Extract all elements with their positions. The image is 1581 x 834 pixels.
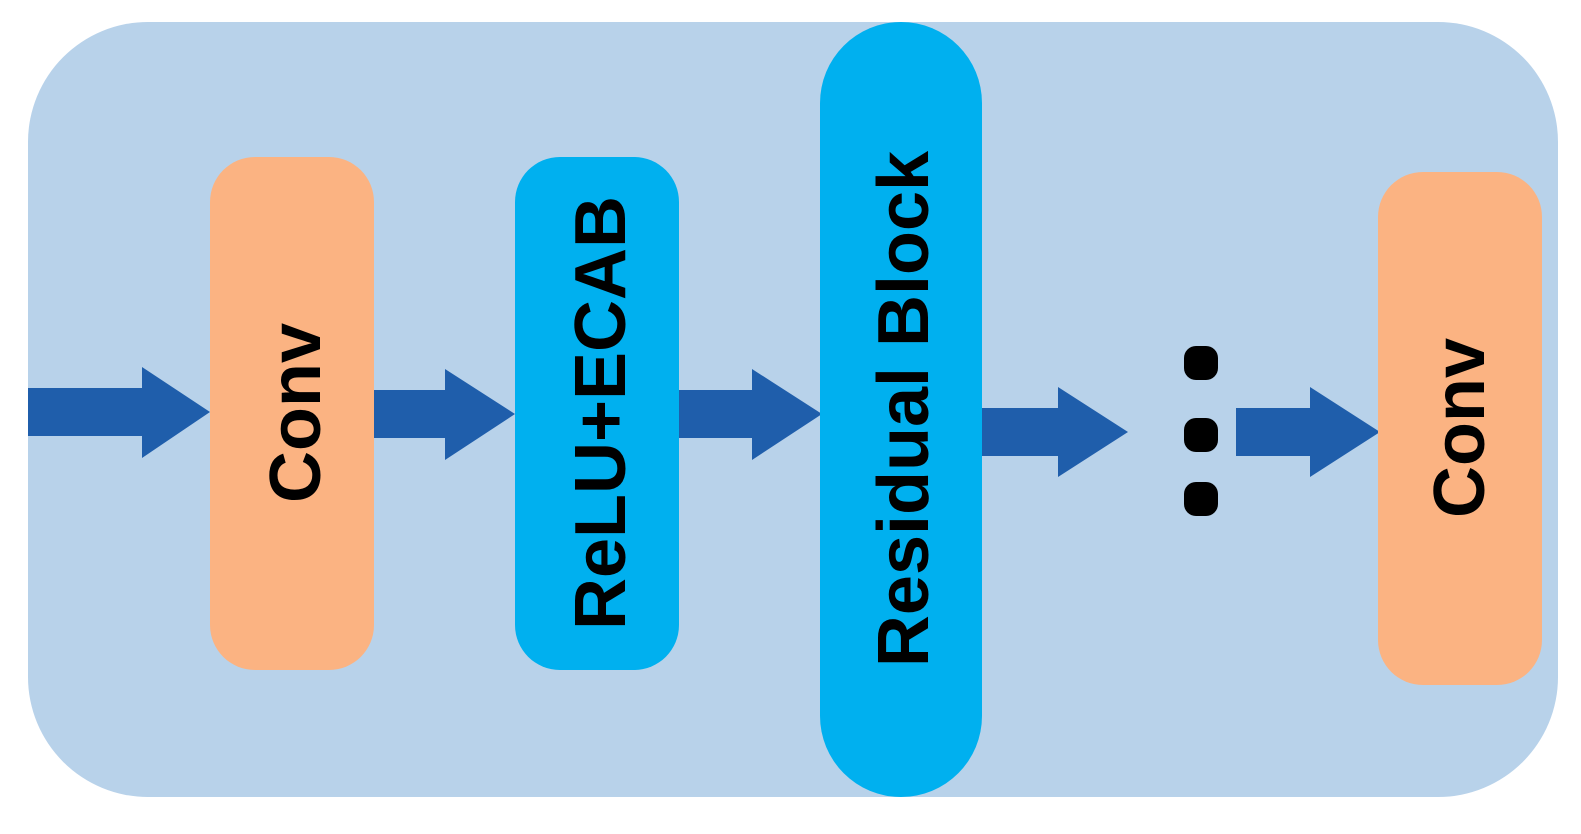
right-arrow-icon [373,369,515,460]
right-arrow-icon [982,387,1128,477]
right-arrow-icon [678,369,822,460]
conv-block-last: Conv [1378,172,1542,685]
conv-block-last-label: Conv [1420,338,1500,518]
residual-block: Residual Block [820,22,982,797]
right-arrow-icon [28,367,210,458]
residual-block-label: Residual Block [864,150,944,667]
conv-block-first: Conv [210,157,374,670]
vertical-ellipsis-icon [1184,346,1218,516]
conv-block-first-label: Conv [256,323,336,503]
relu-ecab-block: ReLU+ECAB [515,157,679,670]
relu-ecab-block-label: ReLU+ECAB [561,196,641,630]
right-arrow-icon [1236,387,1380,477]
